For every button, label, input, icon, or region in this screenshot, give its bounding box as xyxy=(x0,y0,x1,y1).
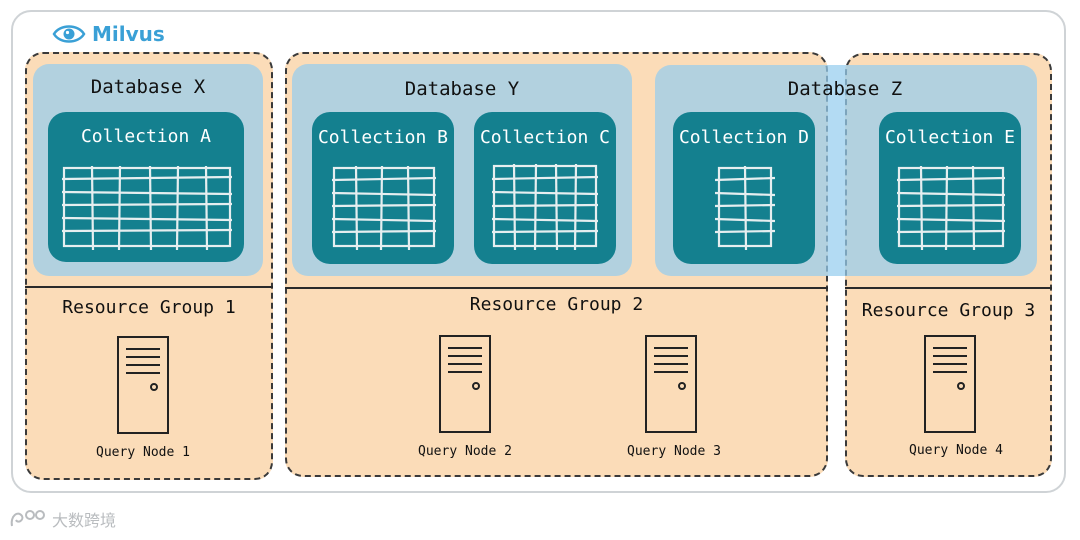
collection-b-label: Collection B xyxy=(317,127,449,148)
logo-icon xyxy=(10,510,45,527)
divider-rg-2 xyxy=(285,287,828,289)
collection-a-label: Collection A xyxy=(80,126,212,147)
query-node-4-label: Query Node 4 xyxy=(909,443,1003,458)
watermark-text: 大数跨境 xyxy=(52,511,117,530)
query-node-1-label: Query Node 1 xyxy=(96,445,190,460)
collection-e-label: Collection E xyxy=(884,127,1016,148)
table-grid-icon xyxy=(332,165,436,251)
table-grid-icon xyxy=(492,163,598,251)
server-icon xyxy=(645,335,697,433)
brand-name: Milvus xyxy=(92,22,165,46)
database-x-label: Database X xyxy=(90,76,206,98)
resource-group-2-label: Resource Group 2 xyxy=(469,294,644,315)
divider-rg-1 xyxy=(25,286,273,288)
server-icon xyxy=(439,335,491,433)
collection-d-label: Collection D xyxy=(678,127,810,148)
watermark: 大数跨境 xyxy=(8,506,116,532)
resource-group-3-label: Resource Group 3 xyxy=(861,300,1036,321)
collection-a: Collection A xyxy=(48,112,244,262)
server-icon xyxy=(117,336,169,434)
table-grid-icon xyxy=(715,165,775,251)
collection-c: Collection C xyxy=(474,112,616,264)
divider-rg-3 xyxy=(845,287,1052,289)
database-y-label: Database Y xyxy=(404,78,520,100)
table-grid-icon xyxy=(897,165,1005,251)
table-grid-icon xyxy=(62,165,232,251)
brand: Milvus xyxy=(52,20,165,48)
resource-group-1-label: Resource Group 1 xyxy=(62,297,236,318)
collection-b: Collection B xyxy=(312,112,454,264)
server-icon xyxy=(924,335,976,433)
eye-logo-icon xyxy=(52,25,86,43)
query-node-2-label: Query Node 2 xyxy=(418,444,512,459)
collection-e: Collection E xyxy=(879,112,1021,264)
collection-d: Collection D xyxy=(673,112,815,264)
collection-c-label: Collection C xyxy=(479,127,611,148)
database-z-label: Database Z xyxy=(787,78,903,100)
query-node-3-label: Query Node 3 xyxy=(627,444,721,459)
